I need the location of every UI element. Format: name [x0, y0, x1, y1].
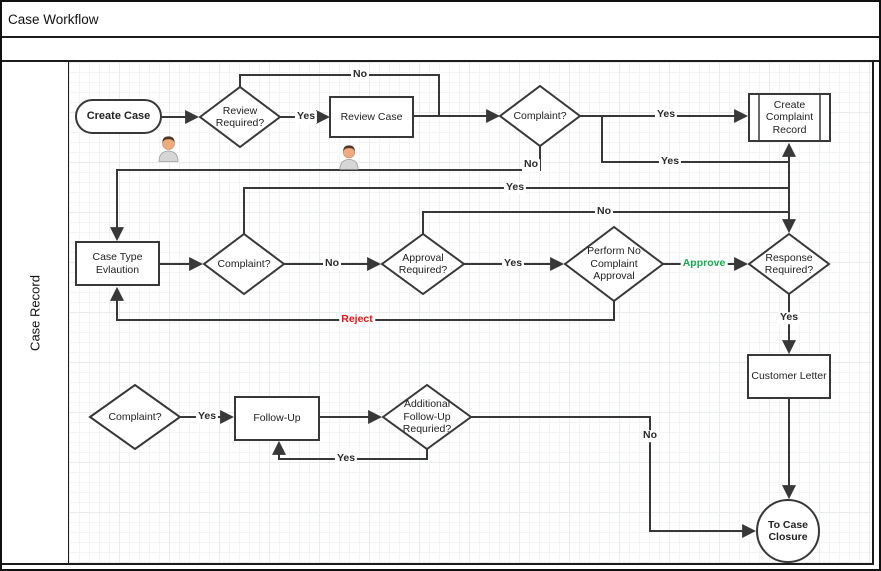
edge-complaint1-no [110, 146, 541, 242]
review-yes-label: Yes [294, 110, 318, 123]
review-case-node[interactable] [329, 96, 414, 138]
complaint2-node[interactable] [202, 232, 286, 296]
create-complaint-record-node[interactable] [748, 93, 831, 142]
complaint3-node[interactable] [88, 383, 182, 451]
response-required-node[interactable] [747, 232, 831, 296]
complaint1-no-label: No [522, 158, 540, 171]
case-type-evaluation-node[interactable] [75, 241, 160, 286]
response-yes-label: Yes [777, 311, 801, 324]
person-icon [339, 145, 359, 170]
additional-follow-up-node[interactable] [381, 383, 473, 451]
to-case-closure-node[interactable] [756, 499, 820, 563]
reject-label: Reject [339, 313, 375, 326]
approval-required-node[interactable] [380, 232, 466, 296]
customer-letter-node[interactable] [747, 354, 831, 399]
edge-approval-no-up [422, 211, 789, 234]
approve-label: Approve [680, 257, 728, 270]
edge-complaint1-yes-branch [601, 116, 789, 163]
edge-review-no-loop [239, 74, 440, 115]
diagram-title: Case Workflow [8, 11, 99, 27]
lane-label-cell: Case Record [2, 62, 69, 563]
create-case-node[interactable] [75, 99, 162, 134]
pool-title-band: Case Workflow [2, 2, 879, 38]
edge-complaint2-yes-up [243, 187, 789, 234]
lane-case-record: Case Record [2, 62, 874, 565]
lane-canvas[interactable] [69, 62, 872, 563]
complaint1-yes-branch-label: Yes [658, 155, 682, 168]
edge-additional-no [471, 416, 757, 538]
review-required-node[interactable] [198, 85, 282, 149]
review-no-label: No [351, 68, 369, 81]
person-icon [158, 136, 179, 162]
perform-no-complaint-approval-node[interactable] [563, 225, 665, 303]
follow-up-node[interactable] [234, 396, 320, 441]
complaint1-node[interactable] [498, 84, 582, 148]
complaint2-no-label: No [323, 257, 341, 270]
approval-yes-label: Yes [501, 257, 525, 270]
followup-loop-yes-label: Yes [334, 452, 358, 465]
complaint3-yes-label: Yes [195, 410, 219, 423]
additional-no-label: No [641, 429, 659, 442]
complaint2-yes-up-label: Yes [503, 181, 527, 194]
pool-sub-band [2, 40, 879, 62]
complaint1-yes-label: Yes [654, 108, 678, 121]
approval-no-up-label: No [595, 205, 613, 218]
